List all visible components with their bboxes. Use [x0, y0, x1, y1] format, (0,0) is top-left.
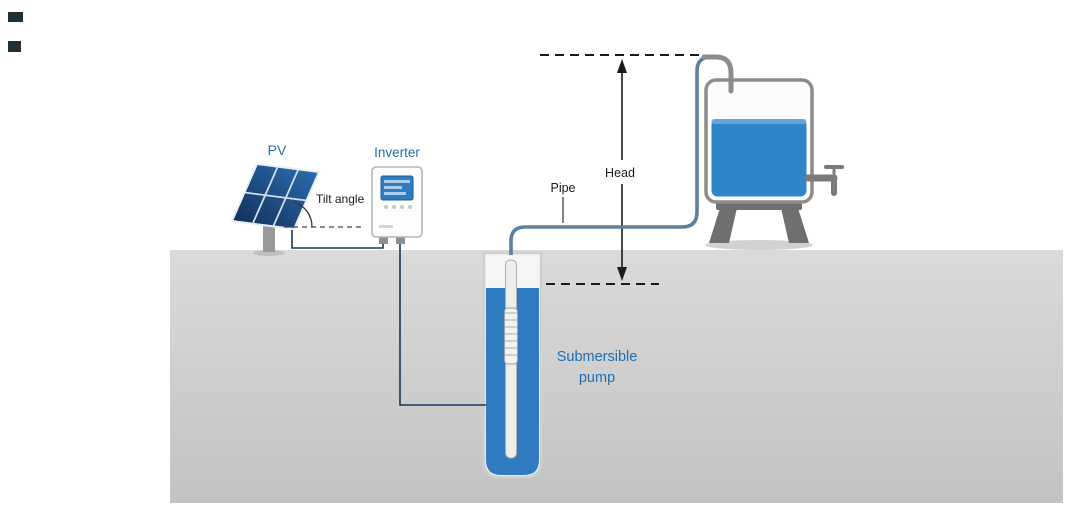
water-tank-assembly [704, 78, 844, 243]
tilt-angle-label: Tilt angle [316, 192, 365, 206]
wire-inverter-to-pump [399, 243, 486, 406]
submersible-pump-label: Submersible pump [557, 349, 638, 386]
inverter-buttons [384, 205, 412, 209]
inverter-logo [379, 225, 393, 228]
pipe-label: Pipe [550, 181, 575, 195]
corner-mark-1 [8, 12, 23, 22]
well [482, 251, 543, 479]
inverter-assembly: Inverter [371, 145, 423, 244]
inverter-terminal-right [396, 237, 405, 244]
pipe-path [509, 55, 713, 255]
stand-right-leg [781, 208, 809, 243]
head-dimension: Head [605, 59, 635, 281]
head-label: Head [605, 166, 635, 180]
submersible-pump [504, 307, 518, 365]
pv-panel-grid [244, 166, 307, 227]
pv-assembly: Tilt angle PV [230, 142, 365, 252]
wire-pv-to-inverter [291, 230, 384, 249]
pipe-run: Pipe [509, 54, 734, 255]
tank-water [711, 119, 807, 197]
tank-inlet-pipe [701, 54, 734, 94]
pv-label: PV [268, 142, 287, 158]
tank-stand [709, 201, 809, 243]
pump-ridges [505, 312, 517, 356]
submersible-pump-label-line1: Submersible [557, 349, 638, 365]
stand-left-leg [709, 208, 737, 243]
tank-shadow [705, 240, 813, 250]
arrow-down-icon [617, 267, 627, 281]
faucet-icon [804, 165, 844, 196]
tilt-angle-arc [293, 201, 313, 228]
tank-water-surface [711, 119, 807, 124]
inverter-screen-lines [384, 180, 410, 195]
ground [170, 250, 1063, 503]
inverter-label: Inverter [374, 145, 420, 160]
corner-mark-2 [8, 41, 21, 52]
arrow-up-icon [617, 59, 627, 73]
inverter-terminal-left [379, 237, 388, 244]
pv-pole-shadow [253, 250, 285, 256]
submersible-pump-label-line2: pump [579, 370, 615, 386]
